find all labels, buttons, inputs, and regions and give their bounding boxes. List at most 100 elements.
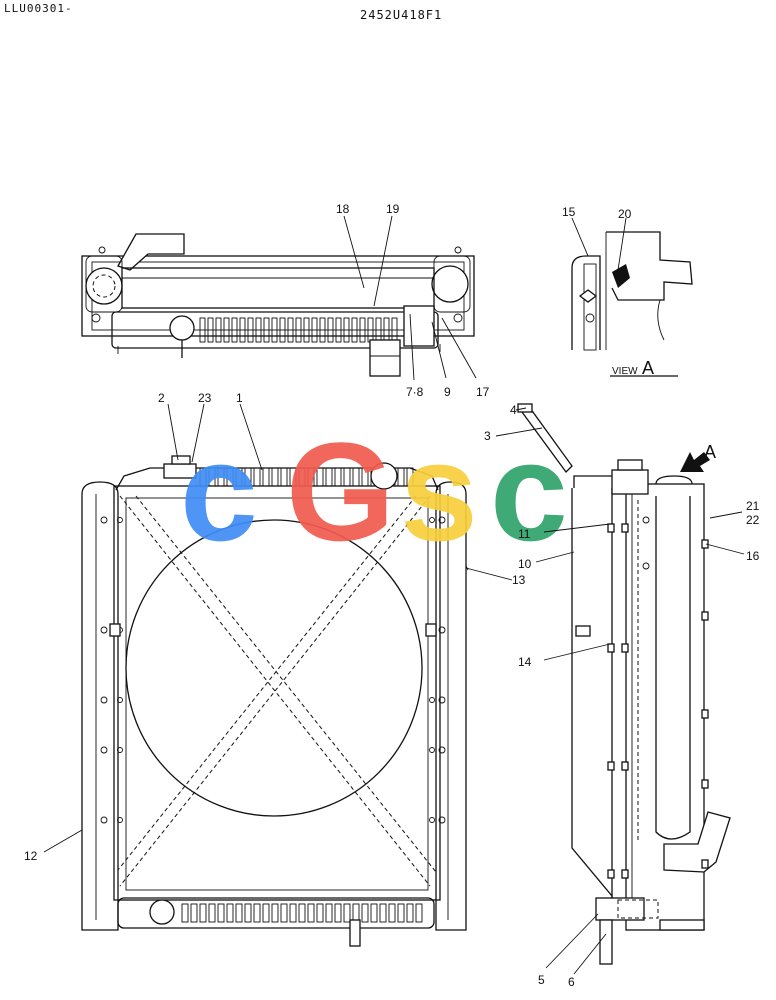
callout-1: 1 bbox=[236, 391, 243, 405]
front-top-fin bbox=[361, 467, 369, 487]
front-bottom-fin bbox=[298, 903, 306, 923]
front-bottom-fin bbox=[415, 903, 423, 923]
callout-5: 5 bbox=[538, 973, 545, 987]
front-bolts bbox=[100, 516, 446, 824]
callout-20: 20 bbox=[618, 207, 632, 221]
front-bolt bbox=[429, 747, 435, 753]
top-fin bbox=[239, 317, 246, 343]
front-top-fin bbox=[217, 467, 225, 487]
view-a-letter: A bbox=[642, 358, 654, 378]
side-view bbox=[517, 403, 731, 965]
side-bolt bbox=[607, 761, 615, 771]
callout-18: 18 bbox=[336, 202, 350, 216]
side-outlet-hose bbox=[663, 811, 731, 873]
front-top-fin bbox=[397, 467, 405, 487]
front-top-fin bbox=[271, 467, 279, 487]
view-a-prefix: VIEW bbox=[612, 366, 638, 377]
top-fin bbox=[231, 317, 238, 343]
top-view-frame bbox=[81, 255, 475, 337]
front-bolt bbox=[438, 626, 446, 634]
top-core-band bbox=[111, 311, 439, 349]
top-fin bbox=[279, 317, 286, 343]
top-fin bbox=[327, 317, 334, 343]
callout-6: 6 bbox=[568, 975, 575, 989]
side-bolt bbox=[607, 869, 615, 879]
front-left-side-tank bbox=[81, 481, 119, 931]
callout-4: 4 bbox=[510, 403, 517, 417]
top-fin bbox=[271, 317, 278, 343]
leader-lines bbox=[43, 215, 745, 975]
callout-11: 11 bbox=[518, 527, 531, 541]
front-bolt bbox=[100, 516, 108, 524]
front-bottom-fin bbox=[397, 903, 405, 923]
front-bottom-fin bbox=[226, 903, 234, 923]
top-fin bbox=[247, 317, 254, 343]
front-top-fin bbox=[316, 467, 324, 487]
front-top-fin bbox=[262, 467, 270, 487]
drawing-code-left: LLU00301- bbox=[4, 2, 73, 15]
callout-2: 2 bbox=[158, 391, 165, 405]
side-cap-assembly bbox=[611, 469, 649, 495]
callout-15: 15 bbox=[562, 205, 576, 219]
front-top-fin bbox=[406, 467, 414, 487]
top-fin bbox=[303, 317, 310, 343]
front-drain bbox=[349, 919, 361, 947]
callout-17: 17 bbox=[476, 385, 490, 399]
drawing-code-center: 2452U418F1 bbox=[360, 8, 443, 22]
side-bolt bbox=[621, 643, 629, 653]
front-bottom-fin bbox=[388, 903, 396, 923]
front-bottom-port bbox=[149, 899, 175, 925]
side-bolt bbox=[701, 779, 709, 789]
side-bolt bbox=[607, 523, 615, 533]
front-top-fin bbox=[280, 467, 288, 487]
front-bolt bbox=[117, 817, 123, 823]
top-fin bbox=[287, 317, 294, 343]
front-top-fin bbox=[289, 467, 297, 487]
watermark-letter-2: G bbox=[286, 413, 395, 570]
top-fin bbox=[215, 317, 222, 343]
side-inner-tube bbox=[655, 496, 691, 840]
front-bolt bbox=[429, 817, 435, 823]
side-drain-cock bbox=[599, 919, 613, 965]
front-bottom-fin bbox=[370, 903, 378, 923]
front-bolt bbox=[100, 816, 108, 824]
side-bolt bbox=[621, 523, 629, 533]
front-bottom-fin bbox=[361, 903, 369, 923]
callout-14: 14 bbox=[518, 655, 532, 669]
front-top-fin bbox=[343, 467, 351, 487]
top-fin bbox=[359, 317, 366, 343]
side-bolt bbox=[701, 611, 709, 621]
front-top-fin bbox=[253, 467, 261, 487]
callout-3: 3 bbox=[484, 429, 491, 443]
front-bottom-fin bbox=[199, 903, 207, 923]
top-view bbox=[81, 233, 475, 377]
callout-23: 23 bbox=[198, 391, 212, 405]
front-top-fins bbox=[199, 467, 414, 487]
front-bottom-fin bbox=[406, 903, 414, 923]
front-bottom-fin bbox=[244, 903, 252, 923]
front-bolt bbox=[429, 517, 435, 523]
top-right-tank bbox=[431, 265, 469, 303]
front-bolt bbox=[438, 816, 446, 824]
top-fin bbox=[351, 317, 358, 343]
callout-10: 10 bbox=[518, 557, 532, 571]
top-outlet bbox=[369, 339, 401, 377]
top-left-tank bbox=[85, 267, 123, 305]
callout-9: 9 bbox=[444, 385, 451, 399]
front-bottom-fin bbox=[253, 903, 261, 923]
top-fin bbox=[311, 317, 318, 343]
arrow-a-label: A bbox=[704, 442, 716, 462]
callout-21: 21 bbox=[746, 499, 760, 513]
top-cap bbox=[169, 315, 195, 341]
side-bolts bbox=[607, 523, 709, 879]
side-bolt bbox=[701, 539, 709, 549]
top-fin bbox=[319, 317, 326, 343]
top-fin bbox=[343, 317, 350, 343]
front-bolt bbox=[438, 746, 446, 754]
front-bottom-fin bbox=[217, 903, 225, 923]
front-bottom-header bbox=[117, 897, 435, 929]
side-bolt bbox=[701, 859, 709, 869]
front-view bbox=[81, 455, 467, 947]
